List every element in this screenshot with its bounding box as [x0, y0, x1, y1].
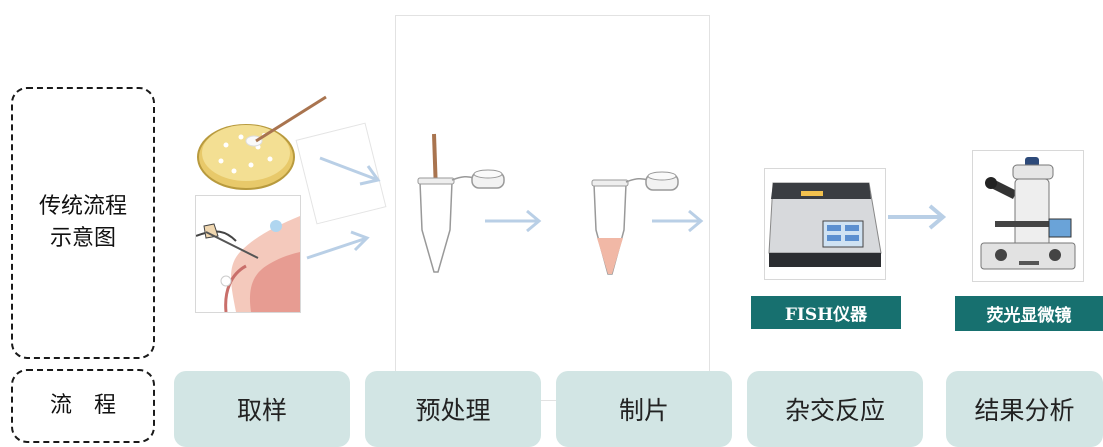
step-label: 杂交反应	[784, 396, 885, 425]
step-result-analysis: 结果分析	[946, 371, 1103, 447]
step-label: 制片	[618, 396, 669, 425]
step-label: 取样	[236, 396, 287, 425]
process-label: 流 程	[11, 369, 155, 443]
petri-dish-swab-icon	[197, 95, 327, 190]
step-label: 结果分析	[974, 396, 1075, 425]
process-label-text: 流 程	[49, 393, 116, 418]
arrow-right-icon	[319, 156, 381, 186]
fish-instrument-icon	[764, 168, 886, 280]
microscope-tag: 荧光显微镜	[955, 296, 1103, 331]
microscope-tag-text: 荧光显微镜	[986, 306, 1072, 326]
step-sampling: 取样	[174, 371, 350, 447]
traditional-process-label: 传统流程 示意图	[11, 87, 155, 359]
traditional-label-line2: 示意图	[49, 226, 116, 251]
step-label: 预处理	[415, 396, 491, 425]
step-slide-prep: 制片	[556, 371, 732, 447]
centrifuge-tube-swab-icon	[417, 133, 505, 273]
fish-instrument-tag-text: FISH仪器	[784, 305, 868, 325]
arrow-right-icon	[888, 204, 947, 230]
fish-instrument-tag: FISH仪器	[751, 296, 901, 329]
traditional-label-line1: 传统流程	[38, 194, 127, 219]
fluorescence-microscope-icon	[972, 150, 1084, 282]
step-pretreatment: 预处理	[365, 371, 541, 447]
background-frame	[395, 15, 710, 401]
arrow-right-icon	[306, 230, 370, 260]
arrow-right-icon	[652, 209, 704, 233]
arrow-right-icon	[485, 209, 542, 233]
nasal-swab-icon	[195, 195, 301, 313]
step-hybridization: 杂交反应	[747, 371, 923, 447]
centrifuge-tube-sample-icon	[591, 171, 679, 275]
